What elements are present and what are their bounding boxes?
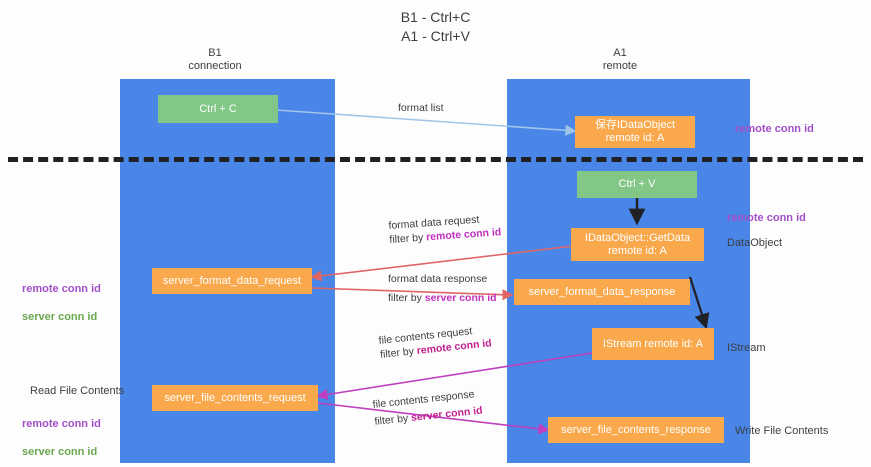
annotation-read-file-contents: Read File Contents <box>30 385 125 397</box>
annotation-dataobject: DataObject <box>727 237 783 249</box>
edge-label-format-list: format list <box>398 101 444 115</box>
legend-server-conn-id-mid: server conn id <box>22 311 98 323</box>
edge-label-format-data-response: format data response filter by server co… <box>388 272 497 305</box>
box-idataobject-getdata[interactable]: IDataObject::GetData remote id: A <box>571 228 704 261</box>
edge-label-file-contents-request: file contents request filter by remote c… <box>378 322 492 362</box>
highlight-remote-conn-id: remote conn id <box>425 226 502 244</box>
legend-server-conn-id-bottom: server conn id <box>22 446 98 458</box>
box-ctrl-c[interactable]: Ctrl + C <box>158 95 278 123</box>
legend-mid-conn-ids: remote conn id server conn id <box>22 268 101 338</box>
phase-divider <box>8 157 863 162</box>
box-server-format-data-request[interactable]: server_format_data_request <box>152 268 312 294</box>
highlight-server-conn-id-2: server conn id <box>410 404 484 424</box>
lane-label-a1: A1 remote <box>602 47 638 72</box>
annotation-istream: IStream <box>727 342 766 354</box>
box-server-format-data-response[interactable]: server_format_data_response <box>514 279 690 305</box>
annotation-write-file-contents: Write File Contents <box>735 425 829 437</box>
box-server-file-contents-response[interactable]: server_file_contents_response <box>548 417 724 443</box>
box-ctrl-v[interactable]: Ctrl + V <box>577 171 697 198</box>
edge-label-file-contents-response: file contents response filter by server … <box>372 387 483 429</box>
edge-label-format-data-response-line2: filter by server conn id <box>388 292 497 304</box>
edge-label-format-data-response-line1: format data response <box>388 273 488 285</box>
annotation-remote-conn-id-top: remote conn id <box>735 123 814 135</box>
box-save-idataobject[interactable]: 保存IDataObject remote id: A <box>575 116 695 148</box>
box-istream[interactable]: IStream remote id: A <box>592 328 714 360</box>
page-title: B1 - Ctrl+C A1 - Ctrl+V <box>400 9 471 44</box>
edge-label-format-list-line1: format list <box>398 102 444 114</box>
box-server-file-contents-request[interactable]: server_file_contents_request <box>152 385 318 411</box>
legend-remote-conn-id-bottom: remote conn id <box>22 418 101 430</box>
legend-bottom-conn-ids: remote conn id server conn id <box>22 403 101 467</box>
annotation-remote-conn-id-mid: remote conn id <box>727 212 806 224</box>
edge-label-format-data-request: format data request filter by remote con… <box>388 211 502 247</box>
legend-remote-conn-id-mid: remote conn id <box>22 283 101 295</box>
highlight-server-conn-id: server conn id <box>424 292 497 304</box>
lane-label-b1: B1 connection <box>188 47 242 72</box>
